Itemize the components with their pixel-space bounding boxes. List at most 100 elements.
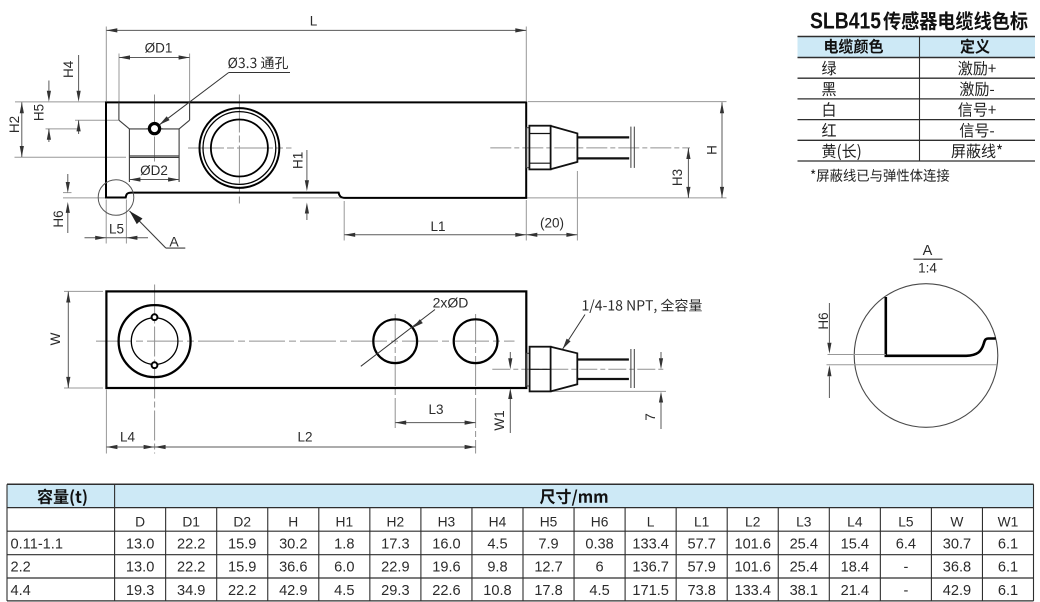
svg-text:L: L <box>310 14 318 29</box>
svg-text:H4: H4 <box>489 514 507 529</box>
svg-text:2xØD: 2xØD <box>433 295 469 311</box>
svg-text:H3: H3 <box>670 169 685 186</box>
svg-text:6.1: 6.1 <box>998 560 1018 576</box>
svg-text:22.2: 22.2 <box>177 560 205 576</box>
svg-text:17.8: 17.8 <box>534 583 562 599</box>
svg-text:101.6: 101.6 <box>734 560 771 576</box>
svg-text:SLB415: SLB415 <box>810 8 881 34</box>
svg-text:19.3: 19.3 <box>126 583 154 599</box>
svg-text:H6: H6 <box>51 210 66 227</box>
svg-text:4.5: 4.5 <box>487 536 507 552</box>
svg-text:34.9: 34.9 <box>177 583 205 599</box>
svg-text:22.2: 22.2 <box>228 583 256 599</box>
svg-text:25.4: 25.4 <box>790 560 818 576</box>
svg-text:L2: L2 <box>297 429 312 444</box>
svg-text:L5: L5 <box>898 514 914 529</box>
svg-text:9.8: 9.8 <box>487 560 507 576</box>
svg-text:6.1: 6.1 <box>998 583 1018 599</box>
svg-text:57.7: 57.7 <box>687 536 715 552</box>
svg-text:101.6: 101.6 <box>734 536 771 552</box>
svg-text:15.9: 15.9 <box>228 536 256 552</box>
svg-text:D1: D1 <box>182 514 200 529</box>
svg-text:10.8: 10.8 <box>483 583 511 599</box>
svg-text:H1: H1 <box>336 514 354 529</box>
svg-text:A: A <box>923 243 933 259</box>
svg-text:-: - <box>903 560 908 576</box>
svg-text:136.7: 136.7 <box>632 560 669 576</box>
svg-text:36.6: 36.6 <box>279 560 307 576</box>
svg-text:D: D <box>135 514 145 529</box>
svg-text:4.5: 4.5 <box>334 583 354 599</box>
svg-text:L3: L3 <box>428 402 443 417</box>
svg-text:6.1: 6.1 <box>998 536 1018 552</box>
svg-text:22.6: 22.6 <box>432 583 460 599</box>
svg-text:H5: H5 <box>31 104 46 121</box>
svg-text:W: W <box>950 514 963 529</box>
svg-text:H1: H1 <box>291 152 306 169</box>
svg-text:4.5: 4.5 <box>589 583 609 599</box>
svg-text:16.0: 16.0 <box>432 536 460 552</box>
svg-text:ØD1: ØD1 <box>145 41 173 56</box>
svg-text:57.9: 57.9 <box>687 560 715 576</box>
svg-text:W1: W1 <box>998 514 1019 529</box>
svg-text:6: 6 <box>596 560 604 576</box>
svg-text:4.4: 4.4 <box>11 583 31 599</box>
svg-text:L5: L5 <box>109 221 124 236</box>
svg-text:42.9: 42.9 <box>943 583 971 599</box>
svg-text:30.2: 30.2 <box>279 536 307 552</box>
svg-text:1.8: 1.8 <box>334 536 354 552</box>
svg-text:42.9: 42.9 <box>279 583 307 599</box>
svg-text:D2: D2 <box>233 514 251 529</box>
svg-text:13.0: 13.0 <box>126 536 154 552</box>
svg-text:19.6: 19.6 <box>432 560 460 576</box>
svg-text:H2: H2 <box>387 514 405 529</box>
svg-text:H2: H2 <box>7 116 22 133</box>
svg-text:H5: H5 <box>540 514 558 529</box>
svg-text:17.3: 17.3 <box>381 536 409 552</box>
svg-text:0.11-1.1: 0.11-1.1 <box>11 536 63 552</box>
svg-text:12.7: 12.7 <box>534 560 562 576</box>
svg-text:133.4: 133.4 <box>632 536 669 552</box>
svg-text:7.9: 7.9 <box>538 536 558 552</box>
svg-text:L: L <box>647 514 655 529</box>
svg-text:13.0: 13.0 <box>126 560 154 576</box>
svg-text:L1: L1 <box>430 219 445 234</box>
svg-text:(20): (20) <box>540 216 564 231</box>
svg-text:18.4: 18.4 <box>841 560 869 576</box>
svg-text:30.7: 30.7 <box>943 536 971 552</box>
svg-text:22.9: 22.9 <box>381 560 409 576</box>
svg-text:ØD2: ØD2 <box>140 163 168 178</box>
svg-text:H: H <box>704 145 719 155</box>
svg-text:73.8: 73.8 <box>687 583 715 599</box>
svg-text:1:4: 1:4 <box>918 261 937 276</box>
svg-text:L3: L3 <box>796 514 812 529</box>
svg-text:171.5: 171.5 <box>632 583 669 599</box>
svg-text:21.4: 21.4 <box>841 583 869 599</box>
svg-text:H6: H6 <box>591 514 609 529</box>
svg-text:38.1: 38.1 <box>790 583 818 599</box>
svg-text:15.9: 15.9 <box>228 560 256 576</box>
svg-text:H6: H6 <box>816 312 831 329</box>
svg-text:133.4: 133.4 <box>734 583 771 599</box>
svg-text:7: 7 <box>643 413 658 421</box>
svg-text:6.0: 6.0 <box>334 560 354 576</box>
svg-text:H4: H4 <box>61 60 76 78</box>
svg-text:W: W <box>48 332 63 345</box>
svg-text:0.38: 0.38 <box>585 536 613 552</box>
svg-text:A: A <box>169 234 179 250</box>
svg-text:15.4: 15.4 <box>841 536 869 552</box>
svg-text:L4: L4 <box>847 514 863 529</box>
svg-text:L4: L4 <box>120 429 136 444</box>
svg-text:29.3: 29.3 <box>381 583 409 599</box>
svg-text:2.2: 2.2 <box>11 560 31 576</box>
svg-text:22.2: 22.2 <box>177 536 205 552</box>
svg-text:W1: W1 <box>492 410 507 430</box>
svg-text:-: - <box>903 583 908 599</box>
svg-text:6.4: 6.4 <box>896 536 916 552</box>
svg-text:25.4: 25.4 <box>790 536 818 552</box>
svg-text:L1: L1 <box>694 514 709 529</box>
svg-text:H3: H3 <box>438 514 456 529</box>
svg-text:H: H <box>288 514 298 529</box>
svg-text:L2: L2 <box>745 514 760 529</box>
svg-text:36.8: 36.8 <box>943 560 971 576</box>
